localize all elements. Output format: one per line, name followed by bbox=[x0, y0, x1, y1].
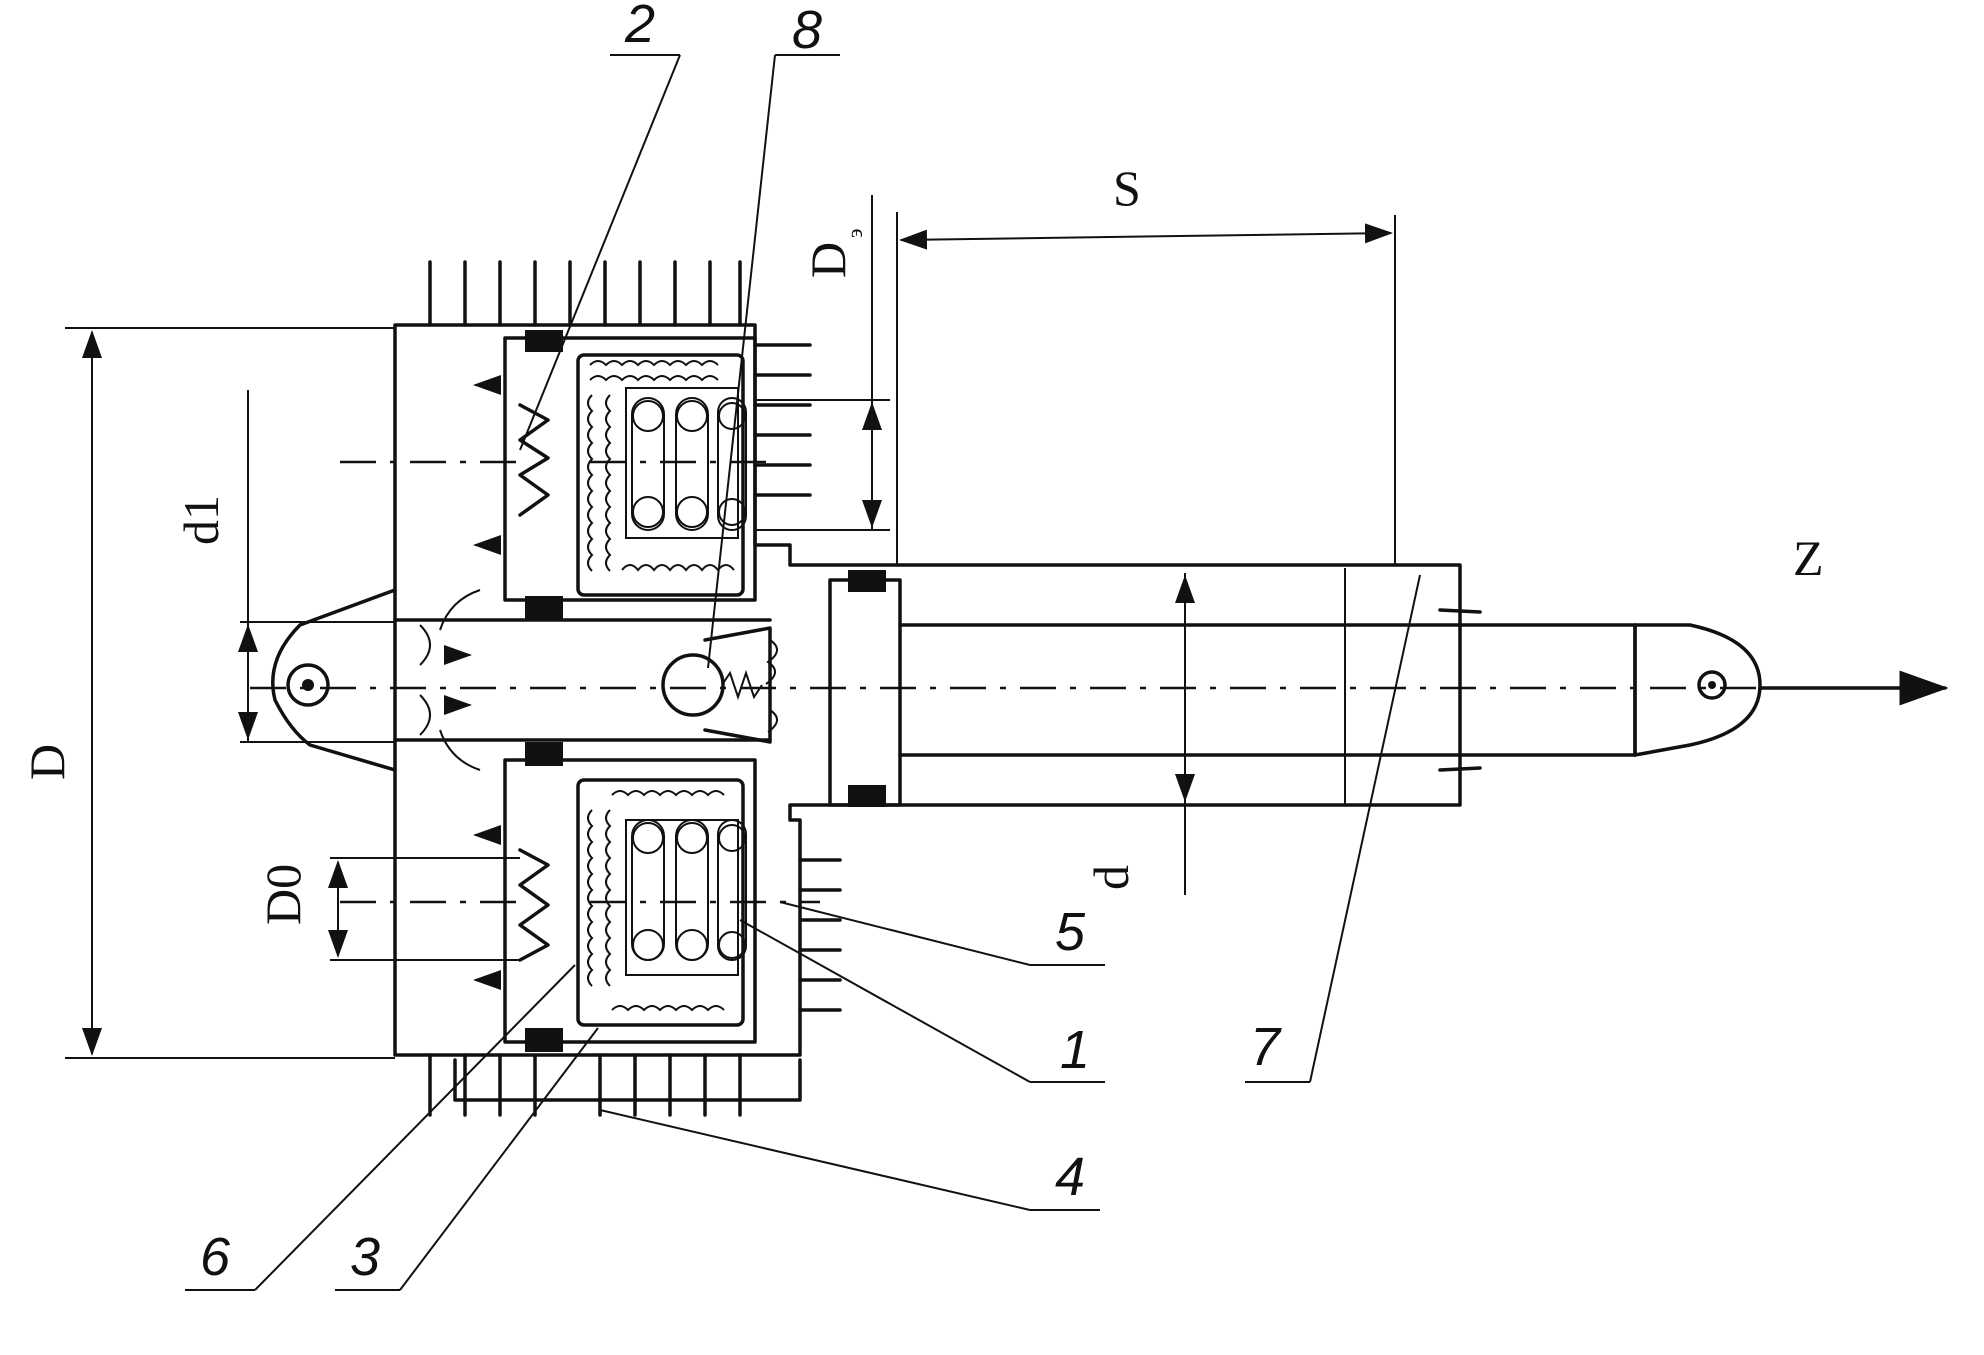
label-De: D bbox=[800, 242, 856, 278]
callout-6: 6 bbox=[200, 1227, 231, 1287]
callout-1: 1 bbox=[1060, 1020, 1090, 1080]
seals bbox=[525, 330, 886, 1052]
callout-leaders bbox=[185, 54, 1421, 1291]
cooling-fins-bottom bbox=[428, 1053, 802, 1117]
label-D0: D0 bbox=[255, 864, 311, 925]
dimension-De bbox=[755, 195, 890, 531]
cooling-fins-right-lower bbox=[798, 858, 842, 1012]
housing bbox=[393, 323, 1462, 1057]
centerlines bbox=[250, 460, 1920, 904]
callout-2: 2 bbox=[624, 0, 655, 54]
label-Z: Z bbox=[1793, 530, 1824, 586]
callout-5: 5 bbox=[1055, 902, 1086, 962]
piston bbox=[828, 578, 902, 807]
dimension-D0 bbox=[328, 857, 520, 961]
label-D: D bbox=[19, 744, 75, 780]
heater-coil-upper bbox=[576, 353, 747, 597]
callout-8: 8 bbox=[792, 0, 822, 60]
label-d: d bbox=[1083, 865, 1139, 890]
callout-3: 3 bbox=[350, 1227, 380, 1287]
callout-7: 7 bbox=[1250, 1017, 1282, 1077]
label-De-subscript: э bbox=[842, 229, 867, 238]
cylinder-and-rod bbox=[898, 568, 1762, 805]
dimension-S bbox=[896, 212, 1396, 565]
check-valve bbox=[661, 626, 778, 744]
label-S: S bbox=[1113, 160, 1141, 216]
return-springs bbox=[518, 403, 550, 962]
cooling-fins-right-upper bbox=[753, 343, 812, 497]
cooling-fins-top bbox=[428, 260, 742, 327]
label-d1: d1 bbox=[173, 495, 229, 545]
flow-arrows bbox=[419, 375, 501, 990]
dimension-D bbox=[65, 327, 395, 1059]
callout-4: 4 bbox=[1055, 1147, 1085, 1207]
dimension-d1 bbox=[238, 390, 395, 743]
